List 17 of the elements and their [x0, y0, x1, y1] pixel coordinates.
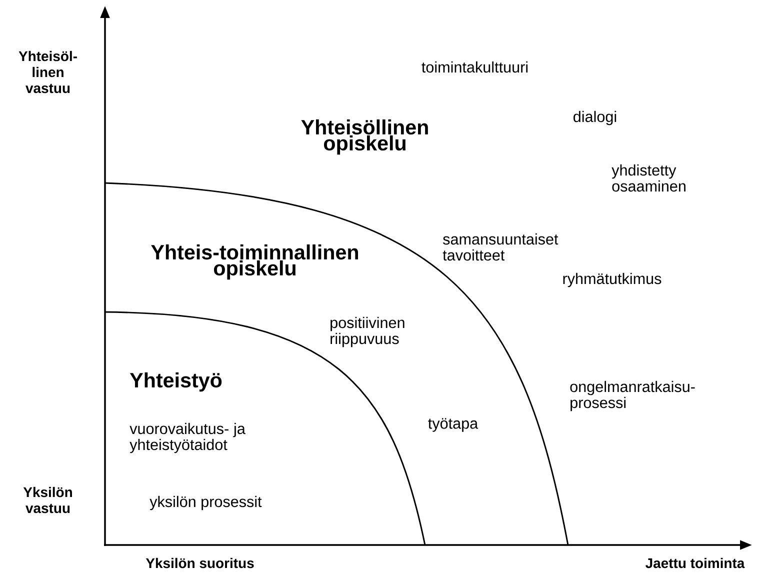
axis-label: Yksilön vastuu — [23, 486, 72, 514]
concept-label: työtapa — [428, 418, 478, 432]
concept-label: yksilön prosessit — [150, 496, 262, 510]
concept-label: ryhmätutkimus — [563, 272, 662, 288]
axis-label: Jaettu toiminta — [646, 558, 745, 568]
concept-label: dialogi — [574, 110, 616, 126]
region-title: Yhteis-toiminnallinen opiskelu — [151, 244, 358, 280]
concept-label: vuorovaikutus- ja yhteistyötaidot — [130, 422, 246, 454]
concept-label: yhdistetty osaaminen — [612, 164, 686, 192]
concept-label: positiivinen riippuvuus — [330, 316, 404, 348]
axis-label: Yhteisöl-linen vastuu — [18, 50, 77, 94]
concept-label: toimintakulttuuri — [422, 61, 528, 73]
concept-label: samansuuntaiset tavoitteet — [442, 233, 558, 261]
concept-label: ongelmanratkaisu-prosessi — [570, 380, 695, 412]
axis-label: Yksilön suoritus — [146, 558, 254, 568]
region-title: Yhteisöllinen opiskelu — [301, 119, 428, 155]
region-title: Yhteistyö — [130, 372, 222, 392]
